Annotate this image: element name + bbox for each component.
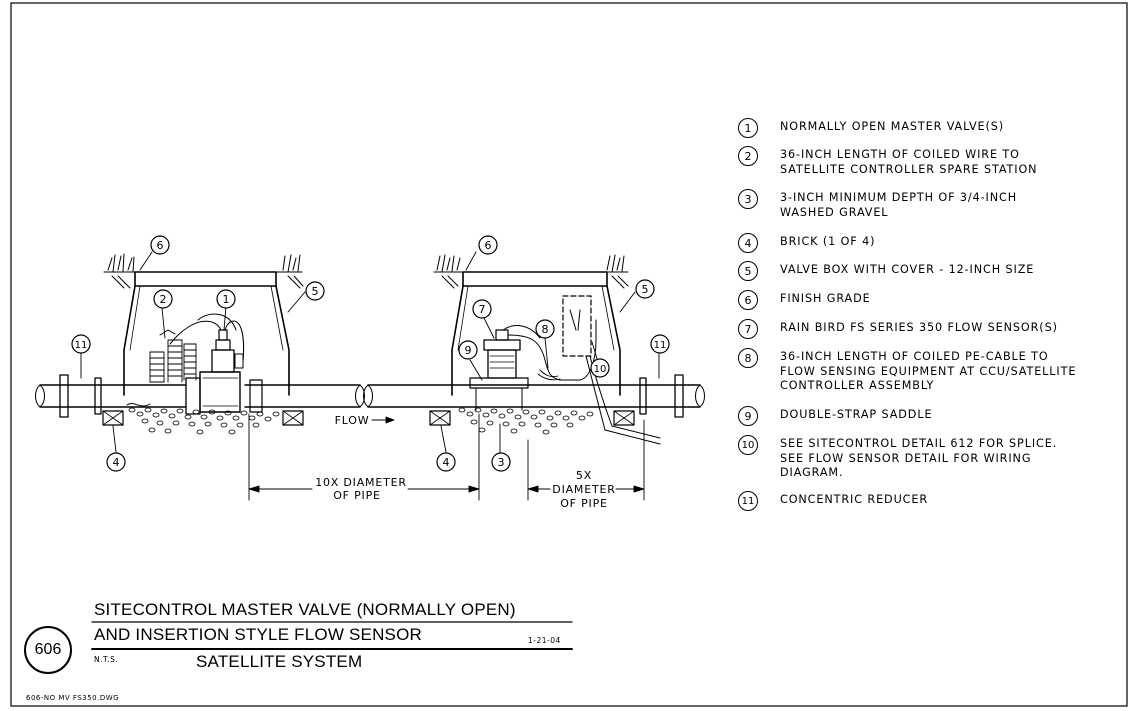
grass-left [103,253,304,289]
title-line-2: AND INSERTION STYLE FLOW SENSOR [94,625,422,644]
legend-item-9: 9 DOUBLE-STRAP SADDLE [738,406,933,426]
callout-2: 2 [153,289,173,309]
title-line-3: SATELLITE SYSTEM [196,652,363,671]
legend-text: VALVE BOX WITH COVER - 12-INCH SIZE [780,263,1035,276]
bricks-left [102,410,304,426]
svg-text:5: 5 [642,283,649,296]
callout-3: 3 [491,452,511,472]
callout-5-left: 5 [305,281,325,301]
file-name: 606-NO MV FS350.DWG [26,694,120,702]
svg-text:2: 2 [160,293,167,306]
detail-number-badge: 606 [24,626,72,674]
svg-text:9: 9 [465,344,472,357]
legend-text: FINISH GRADE [780,292,871,305]
scale-note: N.T.S. [94,655,119,664]
legend-number: 5 [738,261,758,281]
legend-item-6: 6 FINISH GRADE [738,290,871,310]
legend-text: CONCENTRIC REDUCER [780,493,929,506]
five-x-label-3: OF PIPE [560,497,608,510]
legend-text: 3-INCH MINIMUM DEPTH OF 3/4-INCH WASHED … [780,191,1018,219]
legend-number: 11 [738,491,758,511]
dimensions [248,413,645,501]
legend-number: 2 [738,146,758,166]
legend-item-3: 3 3-INCH MINIMUM DEPTH OF 3/4-INCH WASHED… [738,189,1018,220]
callout-circles: 6 6 5 5 2 1 11 11 7 8 9 10 4 4 3 [71,235,670,472]
dimension-labels: FLOW 10X DIAMETER OF PIPE 5X DIAMETER OF… [315,414,615,510]
svg-text:6: 6 [157,239,164,252]
legend-number: 6 [738,290,758,310]
callout-7: 7 [472,299,492,319]
callout-8: 8 [535,319,555,339]
ten-x-label-1: 10X DIAMETER [315,476,407,489]
callout-6-left: 6 [150,235,170,255]
coiled-wire-left [149,329,197,383]
legend-text: NORMALLY OPEN MASTER VALVE(S) [780,120,1005,133]
svg-text:4: 4 [113,456,120,469]
legend-item-11: 11 CONCENTRIC REDUCER [738,491,929,511]
legend-text: SEE SITECONTROL DETAIL 612 FOR SPLICE. S… [780,437,1058,479]
gravel-right [458,407,594,435]
five-x-label-1: 5X [576,469,592,482]
grass-right [433,254,629,289]
callout-5-right: 5 [635,279,655,299]
gravel-left [128,407,280,435]
legend-number: 3 [738,189,758,209]
legend-text: 36-INCH LENGTH OF COILED PE-CABLE TO FLO… [780,350,1077,392]
date-stamp: 1-21-04 [528,636,561,645]
legend-text: 36-INCH LENGTH OF COILED WIRE TO SATELLI… [780,148,1038,176]
legend-text: DOUBLE-STRAP SADDLE [780,408,933,421]
ten-x-label-2: OF PIPE [333,489,381,502]
callout-11-left: 11 [71,334,91,354]
callout-10: 10 [590,358,610,378]
title-line-1: SITECONTROL MASTER VALVE (NORMALLY OPEN) [94,600,516,619]
svg-text:11: 11 [75,340,88,351]
five-x-label-2: DIAMETER [552,483,615,496]
leaders [80,251,660,453]
legend-text: RAIN BIRD FS SERIES 350 FLOW SENSOR(S) [780,321,1058,334]
callout-1: 1 [216,289,236,309]
callout-9: 9 [458,340,478,360]
legend-number: 4 [738,233,758,253]
legend-number: 7 [738,319,758,339]
svg-text:7: 7 [479,303,486,316]
svg-text:1: 1 [223,293,230,306]
svg-text:10: 10 [594,364,607,375]
svg-text:5: 5 [312,285,319,298]
flow-label: FLOW [335,414,370,427]
legend-number: 10 [738,435,758,455]
bricks-right [429,410,635,426]
svg-text:11: 11 [654,340,667,351]
legend-item-10: 10 SEE SITECONTROL DETAIL 612 FOR SPLICE.… [738,435,1058,481]
legend-item-8: 8 36-INCH LENGTH OF COILED PE-CABLE TO FL… [738,348,1077,394]
legend-number: 1 [738,118,758,138]
callout-4-left: 4 [106,452,126,472]
svg-text:3: 3 [498,456,505,469]
legend-number: 9 [738,406,758,426]
legend-number: 8 [738,348,758,368]
callout-4-right: 4 [436,452,456,472]
svg-text:6: 6 [485,239,492,252]
legend-text: BRICK (1 OF 4) [780,235,876,248]
sheet-border [10,2,1128,707]
legend-item-5: 5 VALVE BOX WITH COVER - 12-INCH SIZE [738,261,1035,281]
callout-6-right: 6 [478,235,498,255]
callout-11-right: 11 [650,334,670,354]
svg-text:8: 8 [542,323,549,336]
left-assembly [35,253,365,435]
legend-item-4: 4 BRICK (1 OF 4) [738,233,876,253]
legend-item-7: 7 RAIN BIRD FS SERIES 350 FLOW SENSOR(S) [738,319,1058,339]
legend-item-1: 1 NORMALLY OPEN MASTER VALVE(S) [738,118,1005,138]
right-assembly [363,254,705,445]
svg-text:4: 4 [443,456,450,469]
legend-item-2: 2 36-INCH LENGTH OF COILED WIRE TO SATELL… [738,146,1038,177]
